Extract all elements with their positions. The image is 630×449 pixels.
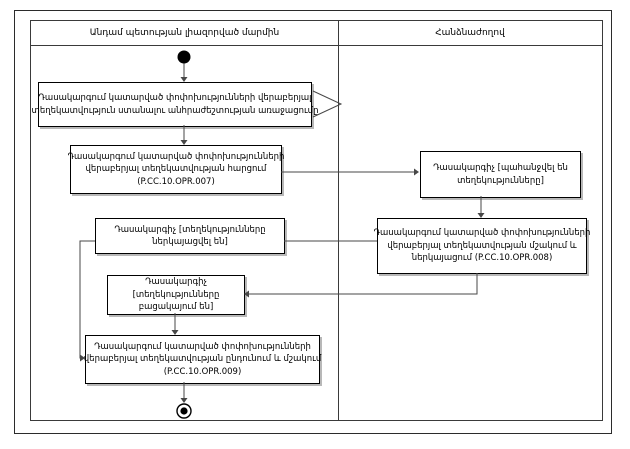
node-process-code: ներկայացում (P.CC.10.OPR.008) [411,253,553,264]
node-classifier-information-submitted: Դասակարգիչ [տեղեկությունները ներկայացվել… [95,218,285,254]
node-line: Դասակարգիչ [տեղեկությունները [114,224,266,235]
node-line: Դասակարգիչ [145,277,207,288]
node-line: տեղեկությունները] [457,175,544,186]
node-line: Դասակարգում կատարված փոփոխությունների [67,151,285,162]
node-receive-process-opr009: Դասակարգում կատարված փոփոխությունների վե… [83,335,322,384]
node-process-code: (P.CC.10.OPR.009) [163,366,242,377]
lane-title-commission: Հանձնաժողով [435,28,505,38]
lane-title-authorized-body: Անդամ պետության լիազորված մարմին [89,28,280,38]
node-classifier-information-missing: Դասակարգիչ [տեղեկությունները բացակայում … [107,275,245,315]
node-line: վերաբերյալ տեղեկատվության մշակում և [387,240,577,251]
node-process-code: (P.CC.10.OPR.007) [137,176,215,187]
node-line: Դասակարգում կատարված փոփոխությունների [94,341,311,352]
node-need-for-information: Դասակարգում կատարված փոփոխությունների վե… [32,82,318,127]
node-line: բացակայում են] [138,302,214,313]
node-line: [տեղեկությունները [132,289,220,300]
node-request-opr007: Դասակարգում կատարված փոփոխությունների վե… [67,145,285,194]
node-line: Դասակարգիչ [պահանջվել են [433,163,568,173]
node-line: վերաբերյալ տեղեկատվության հարցում [85,164,267,175]
node-classifier-information-requested: Դասակարգիչ [պահանջվել են տեղեկություններ… [420,151,581,198]
node-line: ներկայացվել են] [152,237,228,247]
node-line: տեղեկատվություն ստանալու անհրաժեշտության… [31,105,319,116]
lane-divider [338,21,339,420]
node-line: Դասակարգում կատարված փոփոխությունների վե… [38,93,312,103]
swimlane-header-row: Անդամ պետության լիազորված մարմին Հանձնաժ… [31,21,602,46]
node-process-submit-opr008: Դասակարգում կատարված փոփոխությունների վե… [374,218,590,274]
node-line: վերաբերյալ տեղեկատվության ընդունում և մշ… [83,354,322,365]
node-line: Դասակարգում կատարված փոփոխությունների [373,228,591,239]
